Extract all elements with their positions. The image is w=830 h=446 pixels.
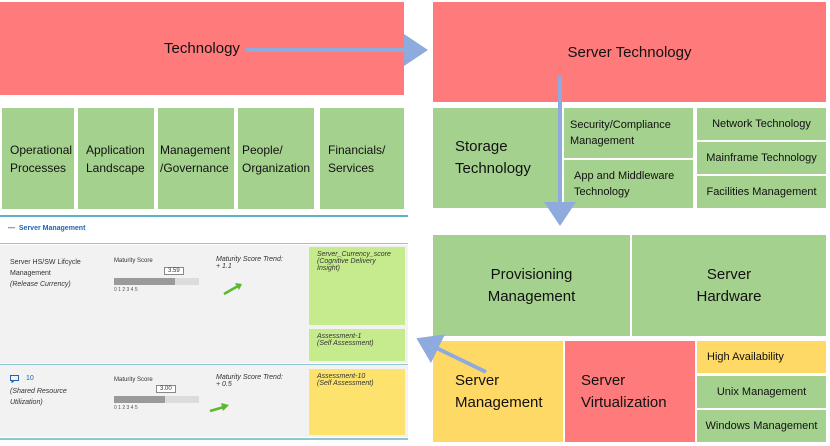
row2-cell-assessment: Assessment-10 (Self Assessment) xyxy=(309,369,405,435)
server-management-panel: — Server Management Server HS/SW Lifcycl… xyxy=(0,215,408,446)
row1-trend: Maturity Score Trend: + 1.1 xyxy=(216,256,283,270)
panel-top-line xyxy=(0,215,408,217)
security-compliance-box: Security/Compliance Management xyxy=(564,108,693,158)
network-technology-label: Network Technology xyxy=(712,118,811,130)
comment-icon[interactable] xyxy=(10,375,20,383)
row-divider-bottom xyxy=(0,438,408,440)
trend-up-icon xyxy=(209,403,229,413)
high-availability-label: High Availability xyxy=(707,351,784,363)
row1-cell-assessment: Assessment-1 (Self Assessment) xyxy=(309,329,405,361)
facilities-management-label: Facilities Management xyxy=(706,186,817,198)
row2-score-track xyxy=(114,396,199,403)
row1-score-track xyxy=(114,278,199,285)
row2-score-fill xyxy=(114,396,165,403)
row2-maturity-label: Maturity Score xyxy=(114,377,153,383)
row1-maturity-label: Maturity Score xyxy=(114,258,153,264)
windows-management-box: Windows Management xyxy=(697,410,826,442)
row2-id[interactable]: 10 xyxy=(26,375,34,382)
operational-processes-box: Operational Processes xyxy=(2,108,74,209)
windows-management-label: Windows Management xyxy=(705,420,818,432)
app-middleware-box: App and Middleware Technology xyxy=(564,160,693,208)
server-management-box: Server Management xyxy=(433,341,563,442)
people-organization-box: People/ Organization xyxy=(238,108,314,209)
technology-box: Technology xyxy=(0,2,404,95)
row2-score: 3.00 xyxy=(156,385,176,393)
mainframe-technology-box: Mainframe Technology xyxy=(697,142,826,174)
row1-score-fill xyxy=(114,278,176,285)
server-hardware-box: Server Hardware xyxy=(632,235,826,336)
row2-trend: Maturity Score Trend: + 0.5 xyxy=(216,374,283,388)
trend-up-icon xyxy=(223,283,242,296)
row1-label: Server HS/SW Lifcycle Management xyxy=(10,259,81,277)
panel-row-2: 10 (Shared Resource Utilization) Maturit… xyxy=(0,365,408,437)
network-technology-box: Network Technology xyxy=(697,108,826,140)
panel-row-1: Server HS/SW Lifcycle Management (Releas… xyxy=(0,245,408,363)
row2-ticks: 0 1 2 3 4 5 xyxy=(114,405,138,411)
management-governance-box: Management /Governance xyxy=(158,108,234,209)
row1-cell-cognitive: Server_Currency_score (Cognitive Deliver… xyxy=(309,247,405,325)
financials-services-box: Financials/ Services xyxy=(320,108,404,209)
panel-header-label: Server Management xyxy=(18,225,86,232)
provisioning-management-box: Provisioning Management xyxy=(433,235,630,336)
row1-ticks: 0 1 2 3 4 5 xyxy=(114,287,138,293)
server-technology-label: Server Technology xyxy=(567,43,692,61)
high-availability-box: High Availability xyxy=(697,341,826,373)
row1-sublabel: (Release Currency) xyxy=(10,281,71,288)
technology-label: Technology xyxy=(164,40,240,57)
server-technology-box: Server Technology xyxy=(433,2,826,102)
storage-technology-box: Storage Technology xyxy=(433,108,562,208)
unix-management-box: Unix Management xyxy=(697,376,826,408)
panel-header-divider xyxy=(0,243,408,244)
application-landscape-box: Application Landscape xyxy=(78,108,154,209)
mainframe-technology-label: Mainframe Technology xyxy=(706,152,817,164)
panel-header[interactable]: — Server Management xyxy=(8,225,85,232)
unix-management-label: Unix Management xyxy=(716,386,807,398)
facilities-management-box: Facilities Management xyxy=(697,176,826,208)
row1-score: 3.59 xyxy=(164,267,184,275)
server-virtualization-box: Server Virtualization xyxy=(565,341,695,442)
row2-sublabel: (Shared Resource Utilization) xyxy=(10,388,67,406)
collapse-icon[interactable]: — xyxy=(8,225,15,232)
